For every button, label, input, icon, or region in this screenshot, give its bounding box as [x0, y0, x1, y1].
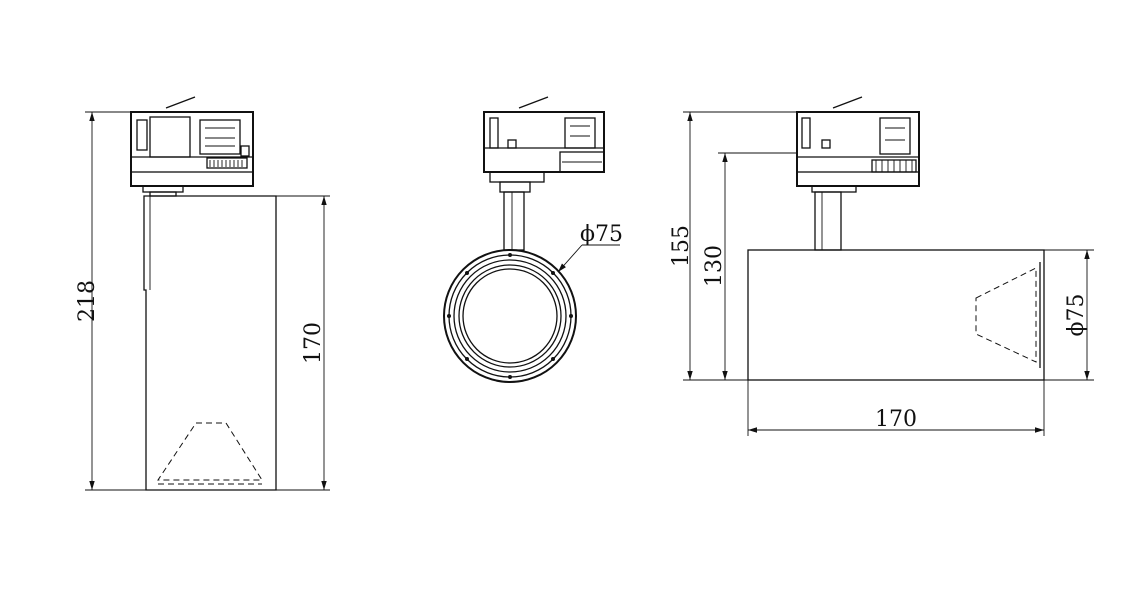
front-body-dimension: 170 [276, 195, 330, 491]
front-adapter-hook [165, 96, 196, 109]
side-adapter-hook [518, 96, 549, 109]
right-total-height-dimension: 155 [669, 111, 797, 381]
right-view: 155 130 ϕ75 170 [669, 96, 1094, 436]
front-view: 218 170 [75, 96, 330, 491]
front-lamp-body [143, 195, 277, 491]
dim-218-label: 218 [75, 280, 100, 322]
dim-155-label: 155 [669, 225, 694, 267]
dim-170-horizontal-label: 170 [875, 407, 917, 432]
dim-d75-right-label: ϕ75 [1064, 294, 1089, 337]
dim-130-label: 130 [702, 245, 727, 287]
front-neck [142, 185, 184, 197]
right-adapter-hook [832, 96, 863, 109]
right-diameter-dimension: ϕ75 [1044, 249, 1094, 381]
dim-170-vertical-label: 170 [301, 322, 326, 364]
right-mid-height-dimension: 130 [702, 152, 797, 380]
right-length-dimension: 170 [747, 380, 1045, 436]
right-track-adapter [796, 111, 920, 187]
right-lamp-body [747, 249, 1045, 381]
side-view: ϕ75 [443, 96, 623, 383]
side-lamp-ring [443, 249, 577, 383]
side-diameter-dimension: ϕ75 [557, 222, 623, 273]
dim-d75-side-label: ϕ75 [580, 222, 623, 247]
front-track-adapter [130, 111, 254, 187]
right-neck [811, 185, 857, 251]
side-neck [499, 181, 531, 251]
front-height-dimension: 218 [75, 111, 146, 491]
side-track-adapter [483, 111, 605, 183]
